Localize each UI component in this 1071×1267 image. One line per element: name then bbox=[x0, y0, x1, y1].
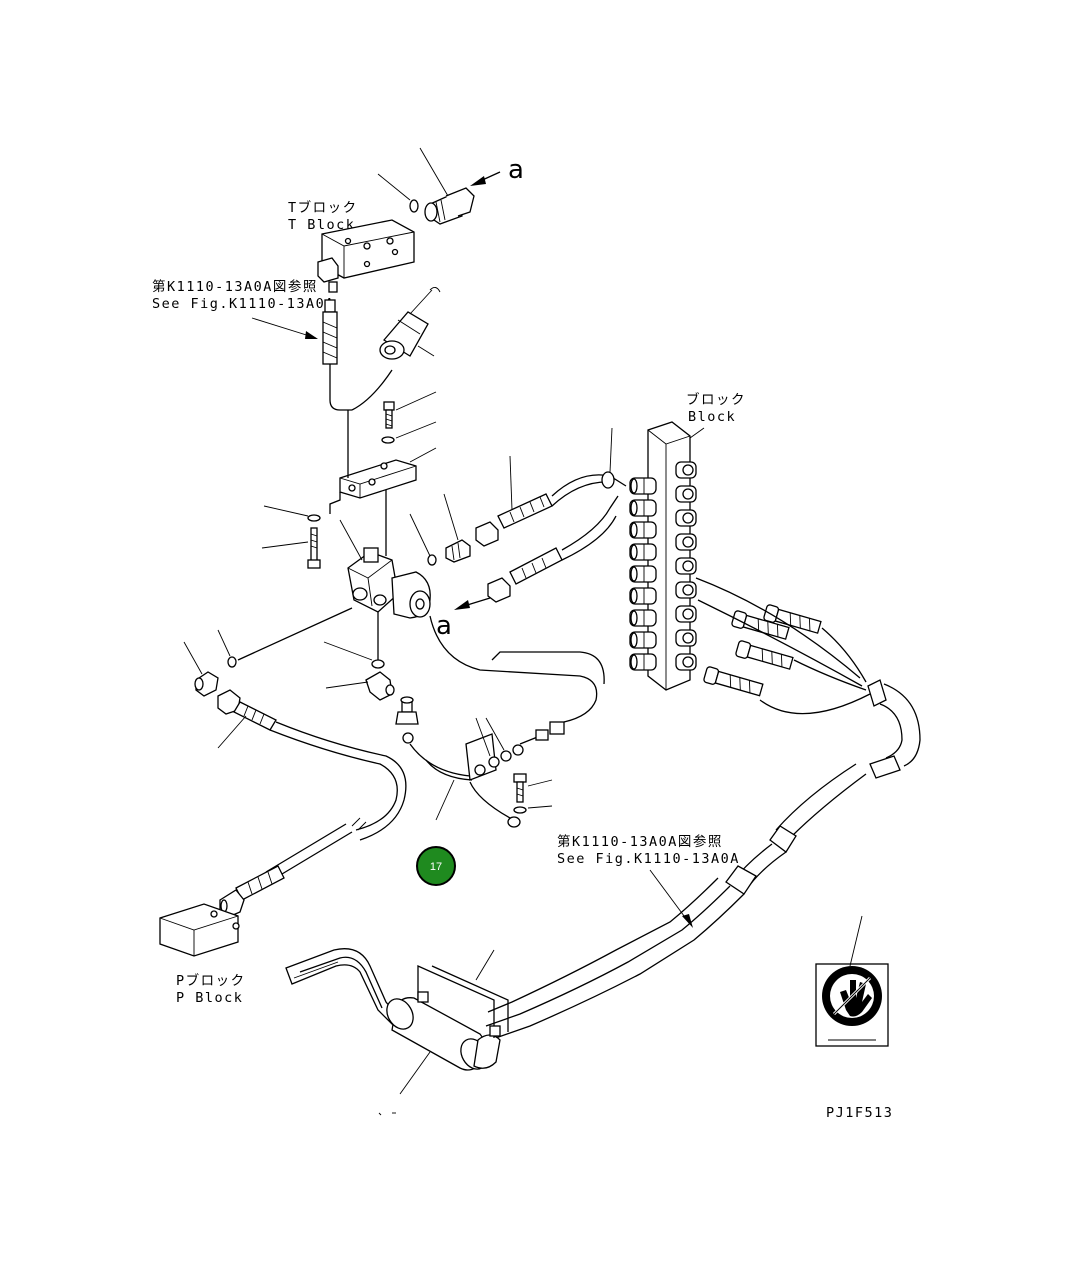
wire-to-cable-2 bbox=[491, 651, 605, 685]
ground-bolt bbox=[513, 773, 527, 803]
arrow-a-mid bbox=[454, 597, 491, 610]
leader-hose-clip bbox=[609, 427, 613, 473]
left-elbow-fitting bbox=[194, 671, 219, 697]
leader-ref-bottom bbox=[649, 869, 691, 925]
leader-ref-top bbox=[251, 317, 317, 339]
line-to-solenoid bbox=[237, 607, 353, 661]
pressure-switch bbox=[395, 696, 419, 725]
leader-filter-2 bbox=[417, 345, 435, 357]
p-block-label-en: P Block bbox=[176, 990, 243, 1006]
leader-hose-mid-upper bbox=[509, 455, 513, 511]
ref-bottom-label-en: See Fig.K1110-13A0A bbox=[557, 851, 740, 867]
manifold-ports-left bbox=[629, 477, 657, 671]
hose-top-left bbox=[322, 299, 393, 411]
adapter-fitting-mid bbox=[445, 539, 471, 563]
leader-left-hose bbox=[217, 715, 247, 749]
elbow-adapter-center bbox=[365, 671, 395, 701]
block-label-jp: ブロック bbox=[686, 391, 746, 408]
leader-adapter-mid bbox=[443, 493, 459, 541]
band-clamps bbox=[417, 964, 509, 1038]
callout-17[interactable]: 17 bbox=[416, 846, 456, 886]
left-o-ring bbox=[227, 656, 237, 668]
leader-left-elbow bbox=[183, 641, 203, 675]
bottom-hose-loop bbox=[285, 948, 397, 1026]
leader-bracket bbox=[409, 447, 437, 463]
ref-top-label-en: See Fig.K1110-13A0A bbox=[152, 296, 335, 312]
arrow-a-top-label: a bbox=[508, 155, 524, 185]
leader-left-washer bbox=[263, 505, 309, 517]
drawing-code: PJ1F513 bbox=[826, 1105, 893, 1121]
wire-eyelet-1 bbox=[402, 732, 414, 744]
leader-left-o-ring bbox=[217, 629, 231, 657]
leader-ground-washer bbox=[527, 805, 553, 809]
t-block-label-en: T Block bbox=[288, 217, 355, 233]
wire-harness-small bbox=[409, 743, 471, 777]
leader-top-fitting bbox=[419, 147, 449, 197]
p-block bbox=[159, 903, 240, 957]
leader-bracket-washer bbox=[395, 421, 437, 439]
bracket-bolt bbox=[383, 401, 395, 429]
leader-sleeve bbox=[399, 1051, 431, 1095]
protective-sleeve bbox=[386, 997, 501, 1071]
ref-bottom-label-jp: 第K1110-13A0A図参照 bbox=[557, 833, 723, 850]
arrow-a-top bbox=[470, 171, 501, 186]
hose-clip bbox=[601, 471, 615, 489]
ground-washer bbox=[513, 806, 527, 814]
block-outlet-hoses bbox=[695, 577, 871, 715]
wire-to-cable bbox=[429, 615, 598, 723]
stray-marks bbox=[378, 1112, 396, 1116]
left-hose bbox=[217, 689, 407, 919]
block-label-en: Block bbox=[688, 409, 736, 425]
leader-ground-bolt bbox=[527, 779, 553, 787]
arrow-a-mid-label: a bbox=[436, 611, 452, 641]
hose-mid-lower bbox=[487, 495, 619, 603]
no-hand-icon bbox=[832, 976, 872, 1017]
solenoid-o-ring bbox=[427, 554, 437, 566]
top-o-ring bbox=[409, 199, 419, 213]
leader-top-o-ring bbox=[377, 173, 411, 201]
leader-filter-1 bbox=[409, 289, 433, 315]
small-cylinder-filter bbox=[379, 311, 429, 360]
main-hose-bundle bbox=[485, 679, 921, 1041]
mounting-bracket bbox=[329, 410, 417, 556]
callout-17-label: 17 bbox=[430, 861, 442, 873]
leader-harness bbox=[435, 779, 455, 821]
bracket-washer bbox=[381, 436, 395, 444]
leader-band-clamp bbox=[475, 949, 495, 981]
leader-warning-decal bbox=[849, 915, 863, 967]
center-washer bbox=[371, 659, 385, 669]
leader-bracket-bolt bbox=[395, 391, 437, 411]
leader-connector-pair-2 bbox=[485, 717, 505, 751]
manifold-ports-right bbox=[675, 461, 697, 671]
leader-elbow-adapter-center bbox=[325, 681, 369, 689]
left-bolt bbox=[307, 527, 321, 569]
warning-decal bbox=[815, 963, 889, 1047]
top-elbow-fitting bbox=[424, 187, 475, 225]
ref-top-label-jp: 第K1110-13A0A図参照 bbox=[152, 278, 318, 295]
t-block-label-jp: Tブロック bbox=[288, 199, 358, 216]
left-washer bbox=[307, 514, 321, 522]
t-block bbox=[317, 219, 415, 293]
leader-center-washer bbox=[323, 641, 373, 661]
wire-harness-small-2 bbox=[425, 759, 473, 781]
ground-terminal bbox=[469, 781, 521, 828]
leader-solenoid bbox=[339, 519, 363, 561]
leader-solenoid-o-ring bbox=[409, 513, 431, 557]
leader-left-bolt bbox=[261, 541, 309, 549]
leader-connector-pair-1 bbox=[475, 717, 491, 757]
solenoid-valve bbox=[347, 547, 431, 619]
p-block-label-jp: Pブロック bbox=[176, 972, 246, 989]
